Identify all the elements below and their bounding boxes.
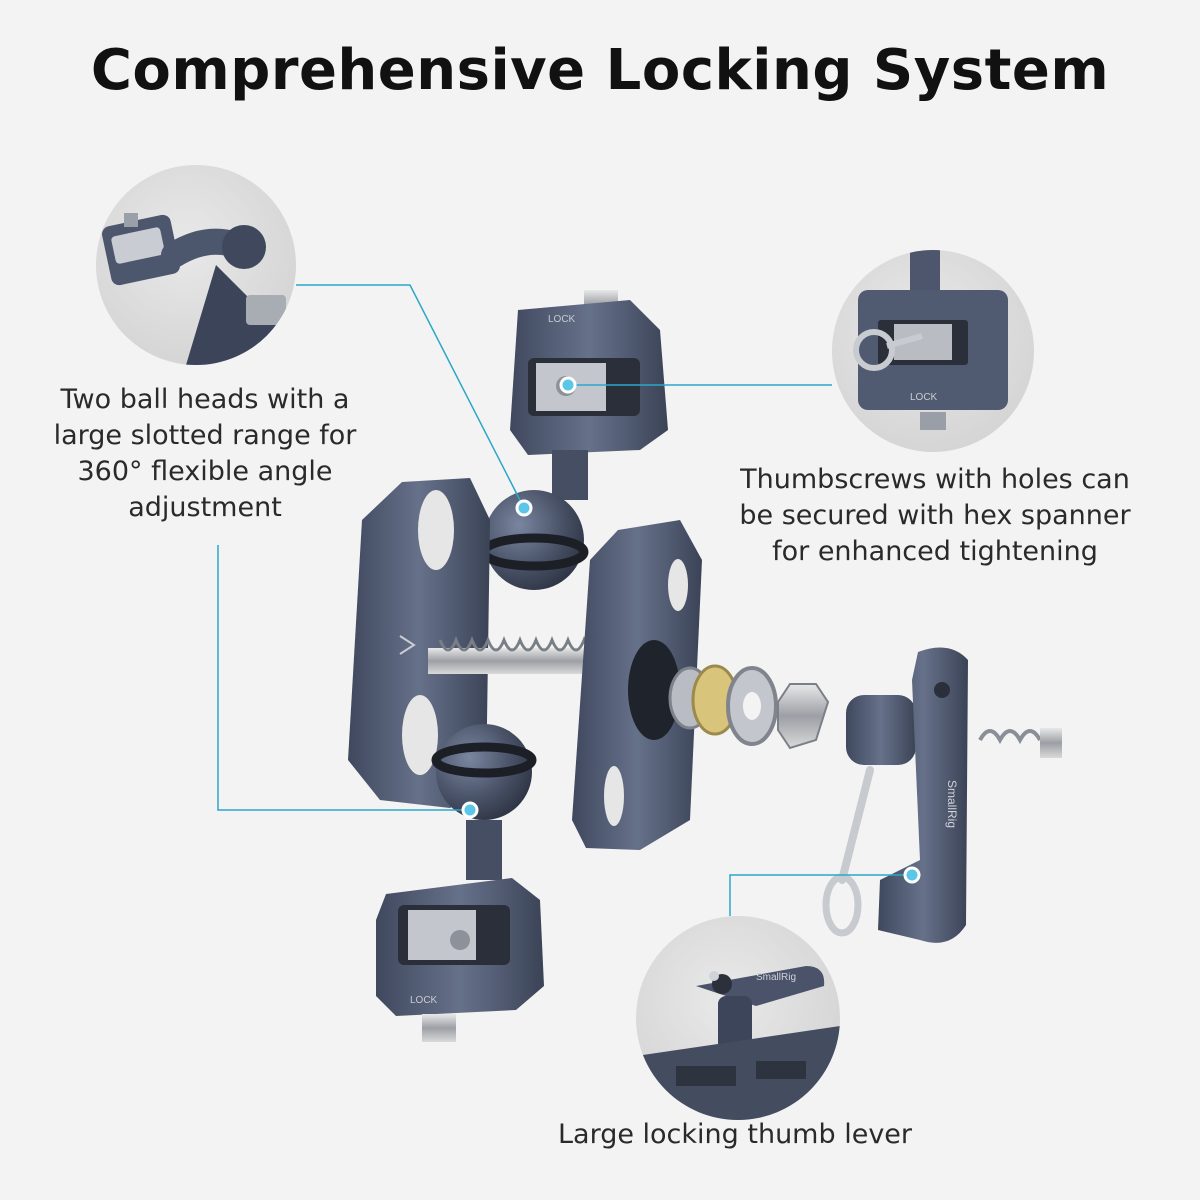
ball-heads-caption: Two ball heads with a large slotted rang… bbox=[53, 384, 357, 523]
brand-engraving-inset: SmallRig bbox=[756, 972, 796, 983]
right-clamp-arm bbox=[572, 520, 702, 850]
left-clamp-arm bbox=[348, 478, 490, 808]
bottom-ball-head: LOCK bbox=[376, 724, 544, 1042]
page-title: Comprehensive Locking System bbox=[90, 38, 1110, 103]
thumb-lever-icon: SmallRig bbox=[822, 647, 1062, 943]
callout-line-top-ball bbox=[296, 284, 525, 509]
callout-line-lever bbox=[729, 874, 910, 916]
ball-head-detail-inset bbox=[96, 165, 296, 365]
callout-lines bbox=[217, 284, 910, 916]
callout-dot-lever bbox=[903, 866, 921, 884]
lock-engraving-inset: LOCK bbox=[910, 392, 938, 403]
callout-dot-thumbscrew bbox=[559, 376, 577, 394]
spring-icon bbox=[438, 635, 602, 652]
thumbscrews-caption: Thumbscrews with holes can be secured wi… bbox=[739, 464, 1131, 567]
callout-dot-bottom-ball bbox=[461, 801, 479, 819]
lock-engraving-bottom: LOCK bbox=[410, 995, 438, 1006]
callout-line-bottom-ball bbox=[217, 545, 470, 811]
thumb-lever-caption: Large locking thumb lever bbox=[557, 1119, 913, 1150]
washer-stack bbox=[668, 664, 778, 746]
top-ball-head: LOCK bbox=[479, 290, 668, 590]
thumb-lever-detail-inset: SmallRig bbox=[636, 916, 840, 1120]
thumb-lever-detail-icon: SmallRig bbox=[636, 966, 840, 1120]
lock-engraving-top: LOCK bbox=[548, 314, 576, 325]
callout-dots bbox=[461, 376, 921, 884]
thumbscrew-detail-inset: LOCK bbox=[832, 250, 1034, 452]
thumbscrew-detail-icon: LOCK bbox=[853, 250, 1008, 430]
nut-icon bbox=[777, 683, 830, 750]
brand-engraving: SmallRig bbox=[945, 780, 959, 828]
callout-dot-top-ball bbox=[515, 499, 533, 517]
